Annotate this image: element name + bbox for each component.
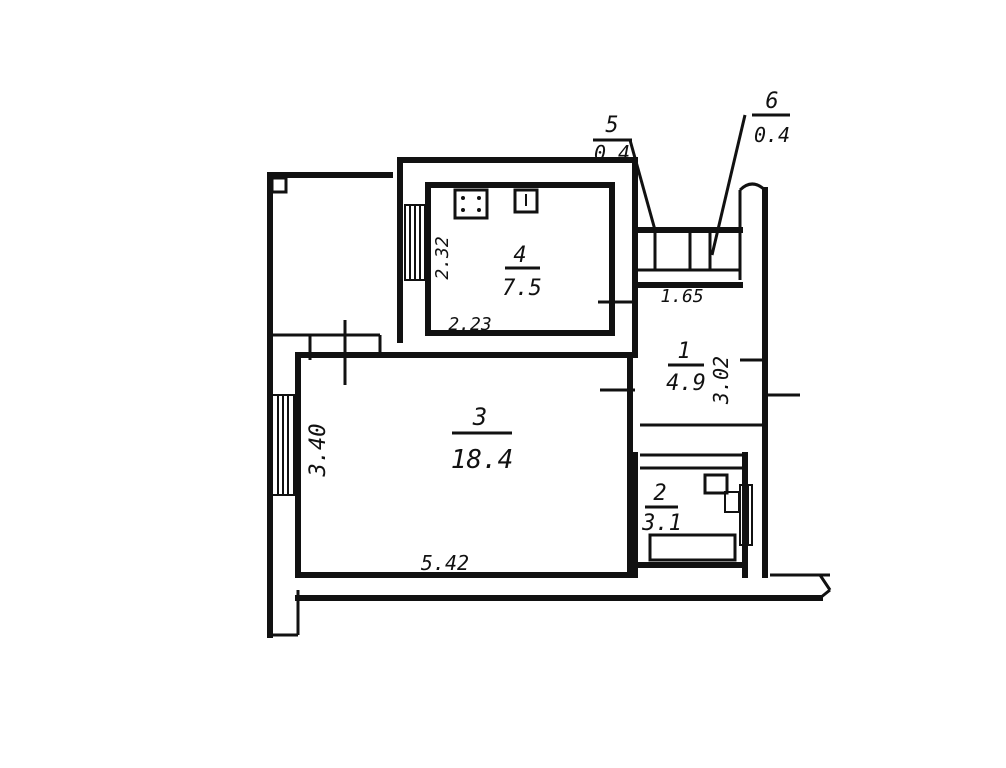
room-1-label: 1 4.9 <box>666 339 706 396</box>
room-2-number: 2 <box>653 481 666 506</box>
dimension-labels: 5.42 3.40 2.23 2.32 1.65 3.02 <box>306 236 733 575</box>
room-1-area: 4.9 <box>666 371 706 396</box>
room-4-label: 4 7.5 <box>502 243 542 301</box>
dim-room4-depth: 2.32 <box>432 236 453 279</box>
closet-5-area: 0.4 <box>594 141 630 165</box>
room-4-area: 7.5 <box>502 276 542 301</box>
room-3-walls <box>270 176 633 578</box>
closet-5-number: 5 <box>605 113 618 138</box>
room-3-number: 3 <box>472 403 487 431</box>
leader-lines <box>593 113 790 256</box>
closet-5-label: 5 0.4 <box>594 113 630 165</box>
dim-room1-depth: 3.02 <box>709 356 733 405</box>
room-3-area: 18.4 <box>451 445 514 475</box>
dim-room4-width: 2.23 <box>448 314 491 335</box>
closet-6-number: 6 <box>765 89 778 114</box>
dim-room3-depth: 3.40 <box>306 424 331 478</box>
dim-room1-width: 1.65 <box>660 286 703 307</box>
room-2-area: 3.1 <box>641 511 682 536</box>
dim-room3-width: 5.42 <box>421 551 469 575</box>
room-3-label: 3 18.4 <box>451 403 514 475</box>
room-2-walls <box>632 452 753 578</box>
room-2-label: 2 3.1 <box>641 481 682 536</box>
room-4-walls <box>397 157 638 358</box>
closet-6-area: 0.4 <box>754 123 790 147</box>
room-4-number: 4 <box>513 243 526 268</box>
closet-6-label: 6 0.4 <box>754 89 790 147</box>
room-1-number: 1 <box>677 339 690 364</box>
room-1-walls <box>598 227 800 470</box>
sink-icon <box>513 188 539 214</box>
exterior-walls <box>267 172 832 638</box>
stove-icon <box>453 188 489 220</box>
